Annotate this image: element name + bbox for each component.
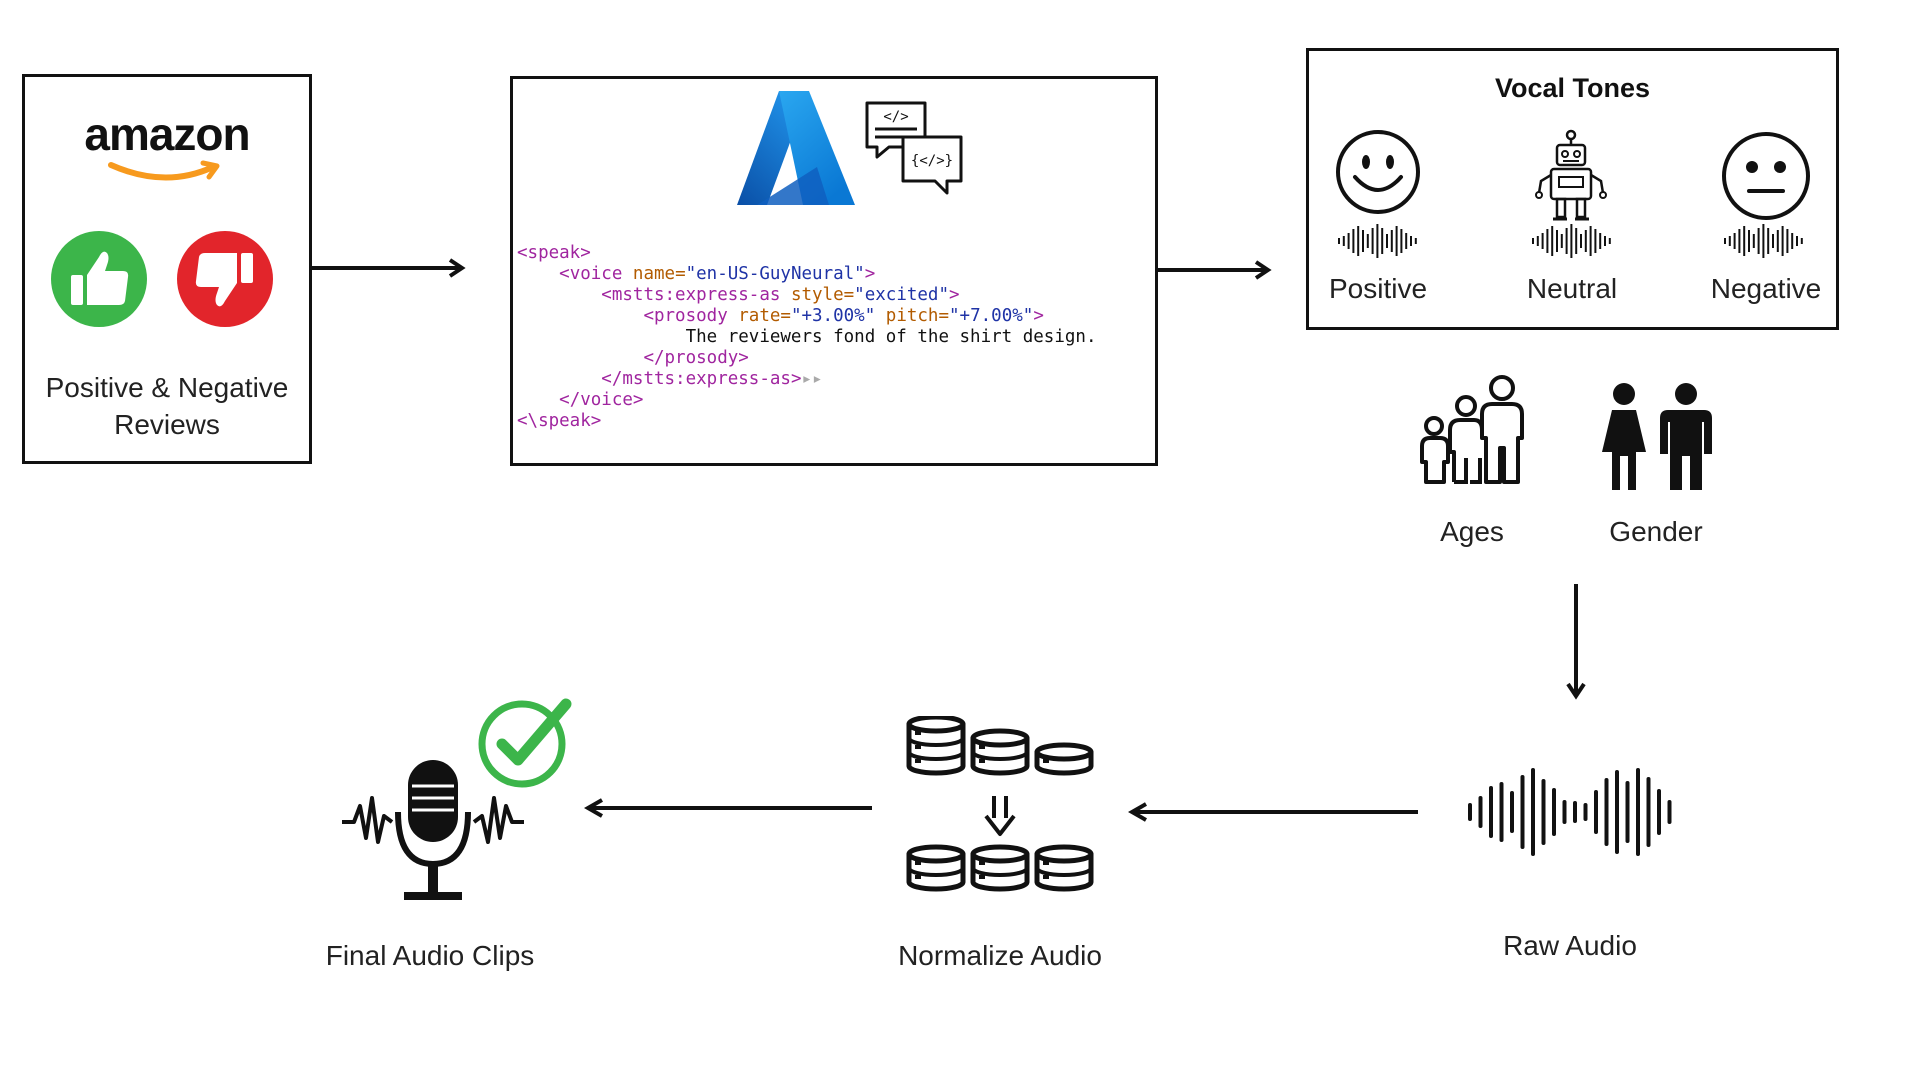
vocal-tones-box: Vocal Tones Positive Neutral Neg	[1306, 48, 1839, 330]
tone-negative-label: Negative	[1710, 273, 1822, 304]
happy-face-icon	[1336, 130, 1420, 214]
ssml-line-9: <\speak>	[517, 411, 602, 431]
reviews-caption: Positive & Negative Reviews	[45, 372, 289, 440]
raw-audio-waveform-icon	[1468, 768, 1672, 856]
normalize-audio-label: Normalize Audio	[898, 940, 1102, 971]
svg-text:{</>}: {</>}	[911, 153, 953, 169]
neutral-waveform-icon	[1532, 224, 1611, 258]
arrow-normalize-to-final	[584, 798, 872, 818]
neutral-face-icon	[1722, 132, 1810, 220]
positive-waveform-icon	[1338, 224, 1417, 258]
negative-waveform-icon	[1724, 224, 1803, 258]
code-chat-icon: </> {</>}	[865, 101, 963, 195]
gender-icon	[1602, 383, 1712, 490]
robot-icon	[1535, 129, 1607, 221]
ssml-line-7: </mstts:express-as>▸▸	[601, 369, 823, 389]
database-normalize-icon	[906, 716, 1094, 892]
vocal-tones-title: Vocal Tones	[1494, 73, 1651, 103]
ages-label: Ages	[1440, 516, 1504, 547]
ssml-code: <speak> <voice name="en-US-GuyNeural"> <…	[517, 243, 1096, 432]
final-audio-clips-label: Final Audio Clips	[325, 940, 535, 971]
ssml-line-5: The reviewers fond of the shirt design.	[685, 327, 1097, 347]
microphone-icon	[342, 760, 524, 900]
ssml-line-6: </prosody>	[643, 348, 749, 368]
tone-neutral-label: Neutral	[1526, 273, 1618, 304]
ssml-line-2: <voice name="en-US-GuyNeural">	[559, 264, 876, 284]
checkmark-icon	[478, 698, 572, 788]
thumbs-up-icon	[51, 231, 147, 327]
ssml-line-8: </voice>	[559, 390, 644, 410]
raw-audio-label: Raw Audio	[1503, 930, 1637, 961]
arrow-reviews-to-ssml	[312, 258, 466, 278]
thumbs-down-icon	[177, 231, 273, 327]
ssml-line-3: <mstts:express-as style="excited">	[601, 285, 960, 305]
amazon-logo: amazon	[25, 107, 309, 181]
tone-positive-label: Positive	[1328, 273, 1428, 304]
svg-text:</>: </>	[883, 109, 908, 125]
gender-label: Gender	[1609, 516, 1703, 547]
ssml-line-4: <prosody rate="+3.00%" pitch="+7.00%">	[643, 306, 1044, 326]
azure-logo-icon	[737, 91, 855, 205]
arrow-ssml-to-tones	[1158, 260, 1272, 280]
reviews-box: amazon Positive & Negative Reviews	[22, 74, 312, 464]
ssml-line-1: <speak>	[517, 243, 591, 263]
family-ages-icon	[1420, 375, 1524, 484]
amazon-smile-icon	[108, 160, 220, 181]
arrow-demographics-to-raw-audio	[1566, 584, 1586, 700]
ssml-box: </> {</>} <speak> <voice name="en-US-Guy…	[510, 76, 1158, 466]
arrow-raw-to-normalize	[1128, 802, 1418, 822]
